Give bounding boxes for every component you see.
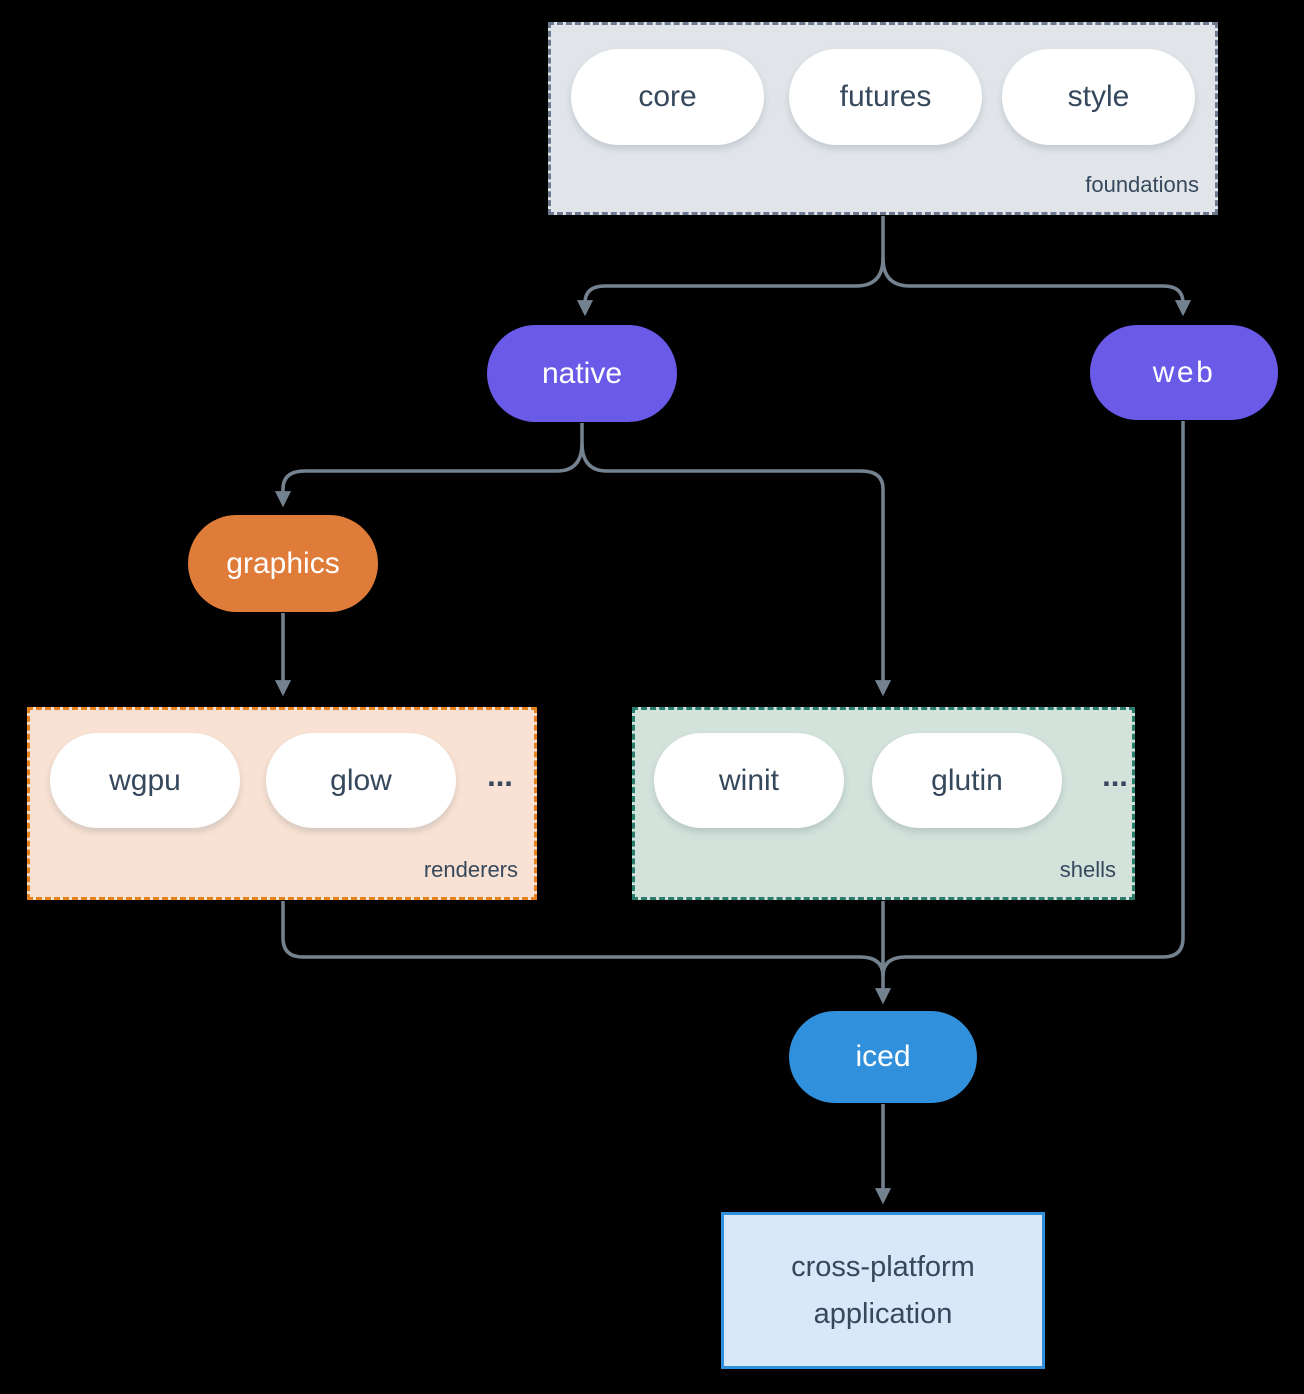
- node-application: cross-platform application: [721, 1212, 1045, 1369]
- pill-winit: winit: [654, 733, 844, 828]
- shells-label: shells: [1059, 857, 1116, 882]
- application-label-line1: cross-platform: [791, 1250, 975, 1283]
- node-graphics: graphics: [188, 515, 378, 612]
- pill-glutin: glutin: [872, 733, 1062, 828]
- shells-ellipsis: ...: [1102, 758, 1128, 793]
- pill-wgpu: wgpu: [50, 733, 240, 828]
- foundations-group: core futures style foundations: [548, 22, 1218, 215]
- edge-native-graphics: [274, 442, 584, 508]
- edge-renderers-iced: [281, 901, 885, 977]
- edge-foundations-native: [576, 257, 885, 317]
- renderers-group: wgpu glow ... renderers: [27, 707, 537, 900]
- pill-core: core: [571, 49, 764, 145]
- shells-group: winit glutin ... shells: [632, 707, 1135, 900]
- application-label-line2: application: [813, 1297, 953, 1330]
- edge-native-shells: [580, 442, 892, 697]
- node-native: native: [487, 325, 677, 422]
- renderers-label: renderers: [423, 857, 518, 882]
- renderers-ellipsis: ...: [487, 758, 513, 793]
- node-iced: iced: [789, 1011, 977, 1103]
- node-web: web: [1090, 325, 1278, 420]
- edge-foundations-web: [881, 257, 1192, 317]
- pill-glow: glow: [266, 733, 456, 828]
- pill-futures: futures: [789, 49, 982, 145]
- foundations-label: foundations: [1085, 172, 1199, 197]
- pill-style: style: [1002, 49, 1195, 145]
- edge-web-iced: [881, 421, 1185, 977]
